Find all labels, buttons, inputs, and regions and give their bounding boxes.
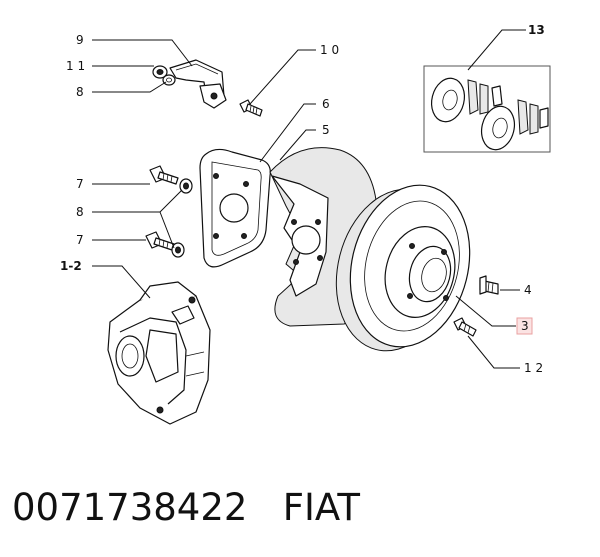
callout-labels: 9 1 0 1 1 8 6 5 13 7 8 7 1-2 4 3 1 2 — [60, 23, 545, 375]
callout-7-lower: 7 — [76, 233, 84, 247]
part-7-screw-lower — [145, 231, 175, 251]
callout-4: 4 — [524, 283, 532, 297]
callout-9: 9 — [76, 33, 84, 47]
callout-13: 13 — [528, 23, 545, 37]
part-10-screw — [239, 99, 263, 117]
part-caption: 0071738422 FIAT — [12, 486, 360, 546]
part-12-stud — [453, 317, 477, 337]
callout-11: 1 1 — [66, 59, 85, 73]
callout-8-middle: 8 — [76, 205, 84, 219]
part-7-screw-upper — [149, 165, 179, 185]
callout-5: 5 — [322, 123, 330, 137]
part-8-washer-top — [162, 74, 176, 86]
leader-lines — [92, 29, 526, 369]
callout-3-highlight — [516, 317, 533, 335]
callout-8-top: 8 — [76, 85, 84, 99]
part-1-2-brake-caliper — [107, 281, 211, 425]
callout-1-2: 1-2 — [60, 259, 82, 273]
part-8-washer-upper — [179, 178, 193, 194]
part-6-gasket-plate — [199, 148, 271, 268]
part-8-washer-lower — [171, 242, 185, 258]
callout-3: 3 — [521, 319, 529, 333]
callout-12: 1 2 — [524, 361, 543, 375]
callout-10: 1 0 — [320, 43, 339, 57]
part-number: 0071738422 — [12, 486, 248, 529]
callout-7-upper: 7 — [76, 177, 84, 191]
brand-name: FIAT — [282, 486, 360, 529]
part-4-wheel-bolt — [479, 275, 499, 295]
callout-6: 6 — [322, 97, 330, 111]
part-9-bracket — [169, 59, 227, 109]
brake-assembly-diagram: 9 1 0 1 1 8 6 5 13 7 8 7 1-2 4 3 1 2 — [60, 23, 551, 425]
part-13-pad-kit-inset — [423, 65, 551, 153]
part-11-nut — [152, 65, 168, 79]
part-3-brake-disc — [335, 184, 471, 352]
